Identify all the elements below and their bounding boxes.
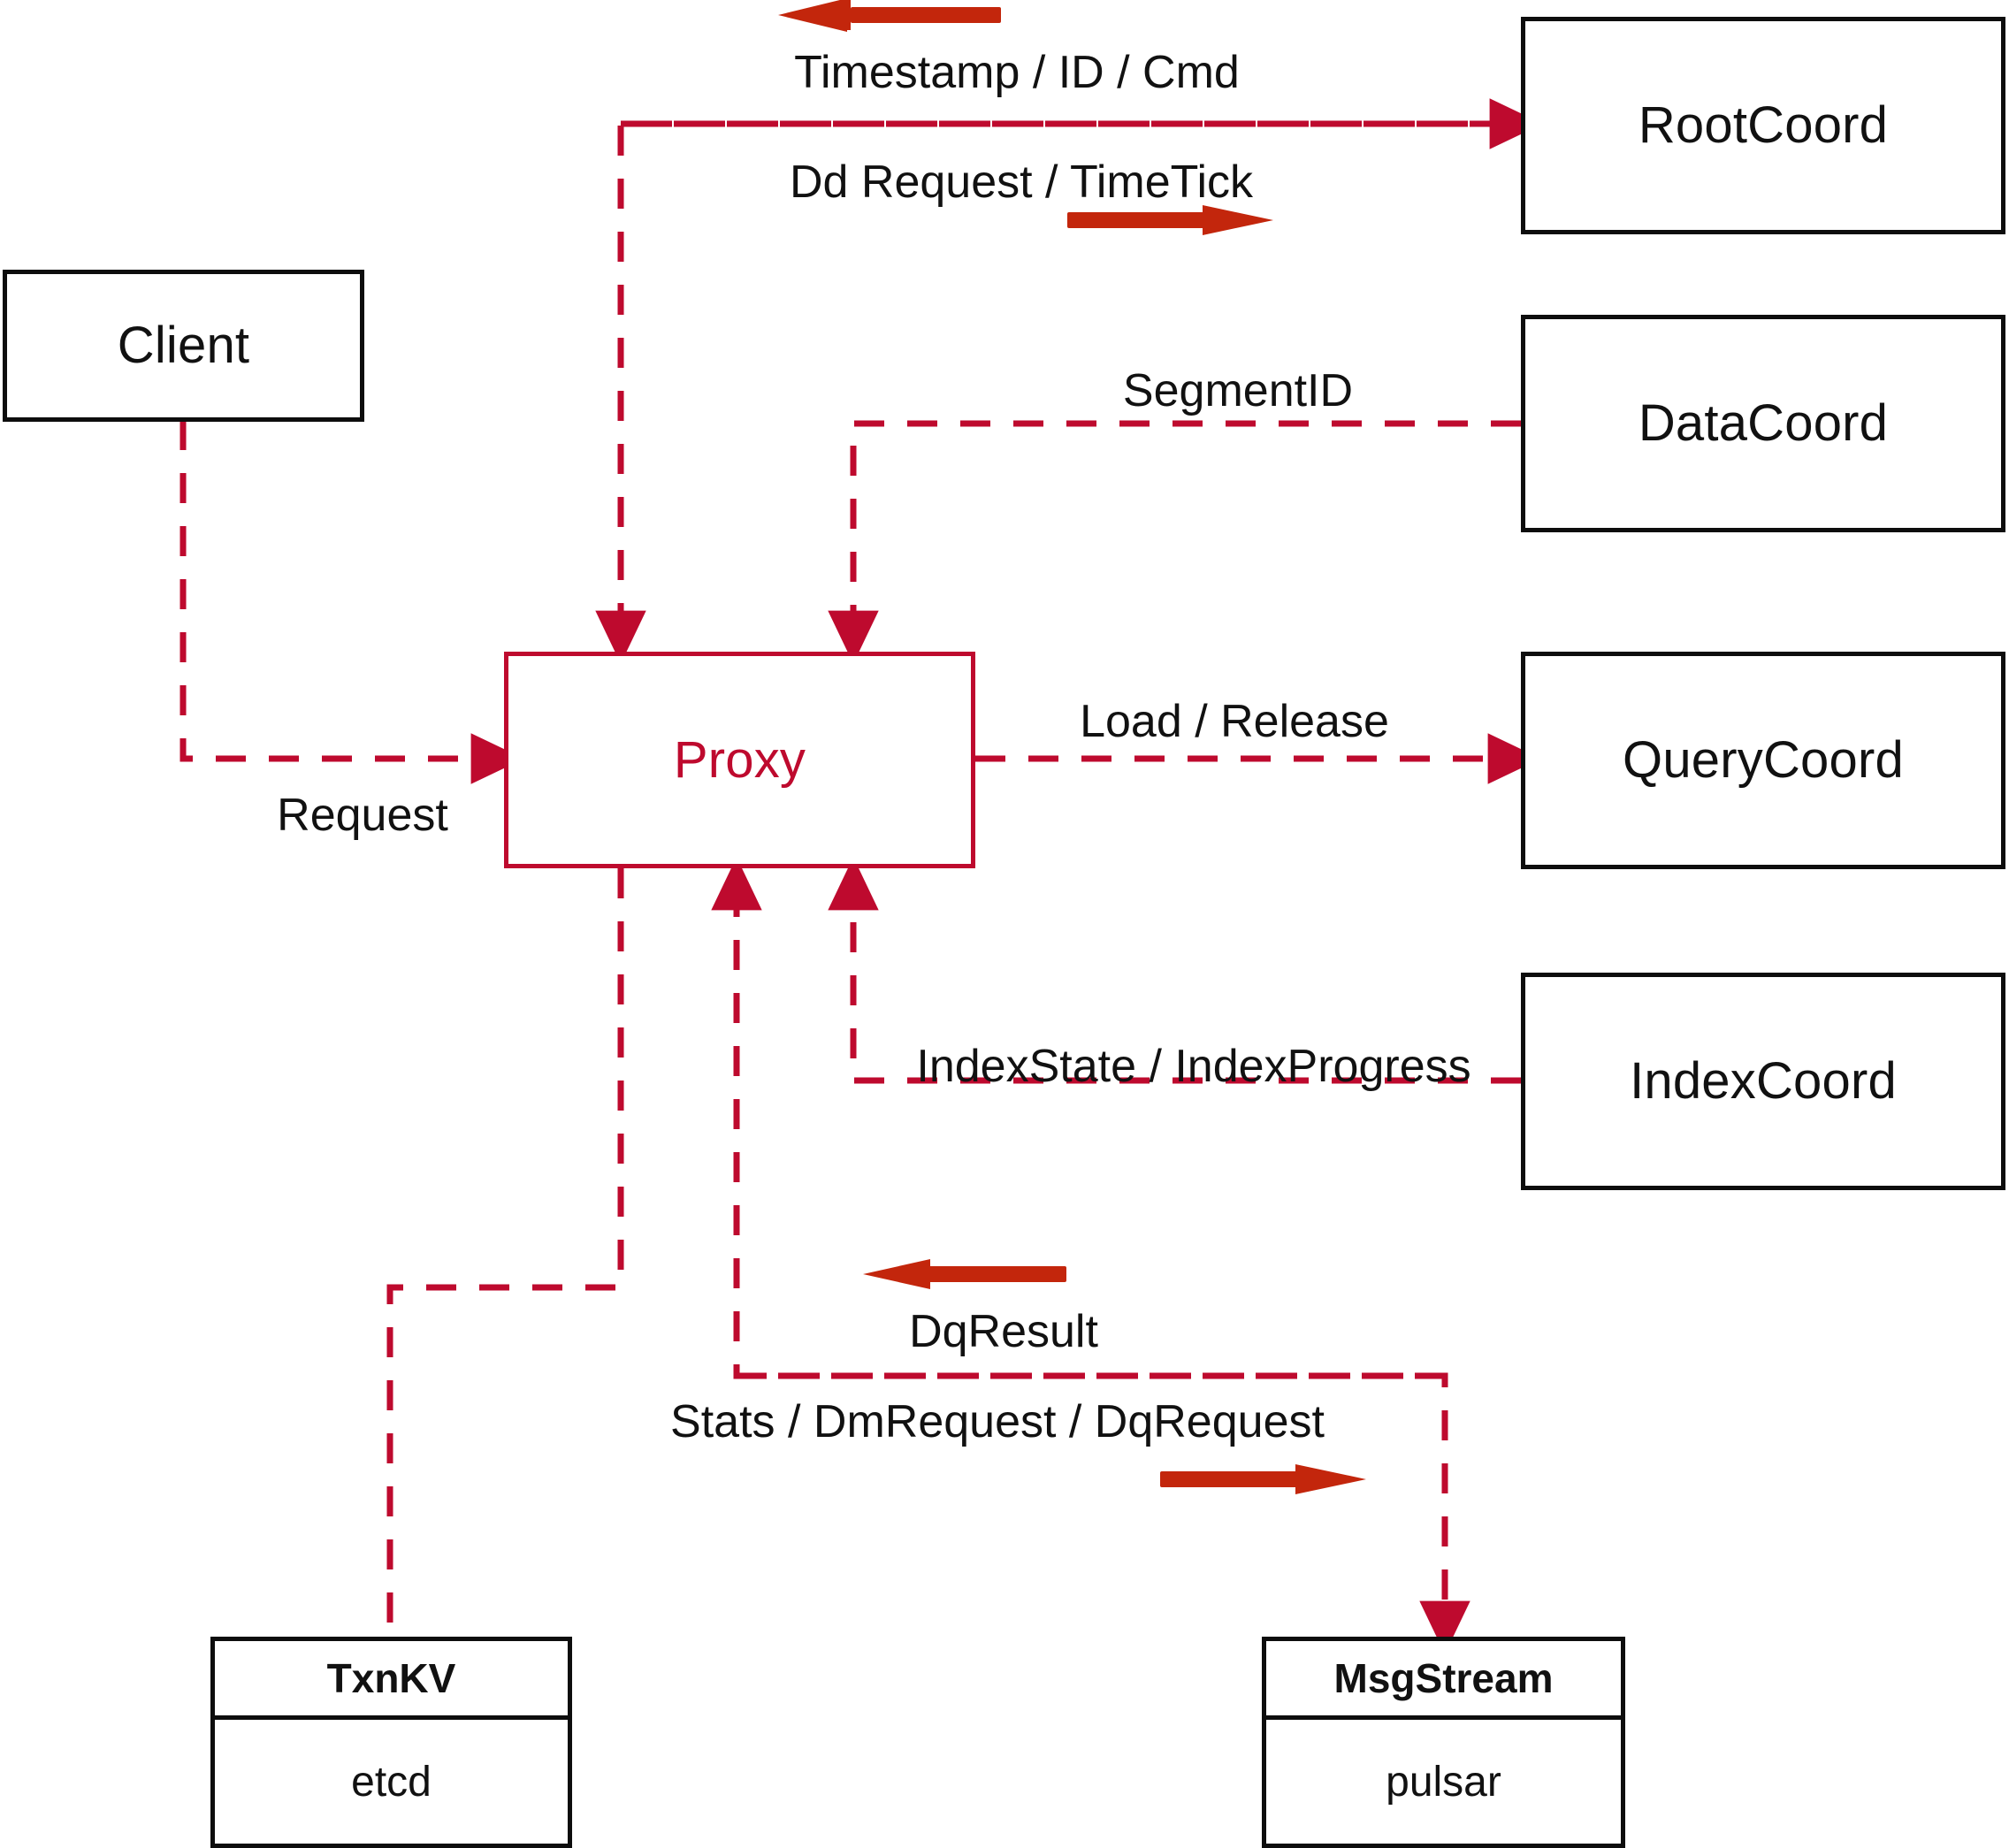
- edge-msgstream-to-proxy: [711, 857, 1445, 1379]
- edge-label-request-text: Request: [277, 790, 448, 841]
- node-querycoord[interactable]: QueryCoord: [1521, 652, 2005, 869]
- node-datacoord-label: DataCoord: [1638, 394, 1889, 452]
- edge-datacoord-to-proxy: [828, 420, 1521, 664]
- direction-arrow-dqresult: [863, 1259, 1066, 1289]
- node-msgstream-header: MsgStream: [1266, 1641, 1621, 1720]
- node-proxy-label: Proxy: [673, 730, 806, 789]
- node-txnkv-body: etcd: [215, 1720, 568, 1844]
- edge-proxy-to-txnkv: [386, 868, 624, 1637]
- edge-label-timestamp-id-cmd: Timestamp / ID / Cmd: [794, 50, 1240, 95]
- node-msgstream-body-label: pulsar: [1386, 1758, 1501, 1806]
- node-querycoord-label: QueryCoord: [1623, 731, 1904, 789]
- node-txnkv-body-label: etcd: [351, 1758, 432, 1806]
- edge-client-to-proxy: [180, 420, 524, 784]
- node-client[interactable]: Client: [3, 270, 364, 422]
- edge-label-timestamp-id-cmd-text: Timestamp / ID / Cmd: [794, 47, 1240, 98]
- node-txnkv[interactable]: TxnKV etcd: [210, 1637, 572, 1848]
- edge-label-load-release: Load / Release: [1080, 699, 1389, 745]
- edge-label-segmentid-text: SegmentID: [1122, 365, 1354, 416]
- edge-label-request: Request: [277, 792, 448, 838]
- direction-arrow-ddrequest: [1067, 205, 1273, 235]
- node-rootcoord[interactable]: RootCoord: [1521, 17, 2005, 234]
- edge-label-dq-result-text: DqResult: [909, 1306, 1098, 1357]
- node-txnkv-header: TxnKV: [215, 1641, 568, 1720]
- node-client-label: Client: [117, 317, 250, 374]
- direction-arrow-stats: [1160, 1464, 1366, 1494]
- edge-label-dd-request-timetick: Dd Request / TimeTick: [790, 159, 1253, 205]
- edge-label-segmentid: SegmentID: [1123, 368, 1353, 414]
- edge-label-index-state: IndexState / IndexProgress: [916, 1043, 1470, 1089]
- node-msgstream[interactable]: MsgStream pulsar: [1262, 1637, 1625, 1848]
- node-proxy[interactable]: Proxy: [504, 652, 975, 868]
- node-rootcoord-label: RootCoord: [1638, 96, 1889, 154]
- edge-label-stats-dm-dq-text: Stats / DmRequest / DqRequest: [670, 1396, 1325, 1447]
- edge-label-index-state-text: IndexState / IndexProgress: [916, 1041, 1471, 1092]
- edge-label-dd-request-timetick-text: Dd Request / TimeTick: [789, 157, 1254, 208]
- edge-label-dq-result: DqResult: [909, 1309, 1098, 1355]
- edge-label-load-release-text: Load / Release: [1080, 696, 1389, 747]
- node-indexcoord[interactable]: IndexCoord: [1521, 973, 2005, 1190]
- node-msgstream-body: pulsar: [1266, 1720, 1621, 1844]
- node-txnkv-header-label: TxnKV: [326, 1655, 456, 1701]
- edge-label-stats-dm-dq: Stats / DmRequest / DqRequest: [670, 1399, 1325, 1445]
- direction-arrow-timestamp: [778, 0, 1001, 32]
- node-indexcoord-label: IndexCoord: [1630, 1052, 1897, 1110]
- node-datacoord[interactable]: DataCoord: [1521, 315, 2005, 532]
- node-msgstream-header-label: MsgStream: [1333, 1655, 1554, 1701]
